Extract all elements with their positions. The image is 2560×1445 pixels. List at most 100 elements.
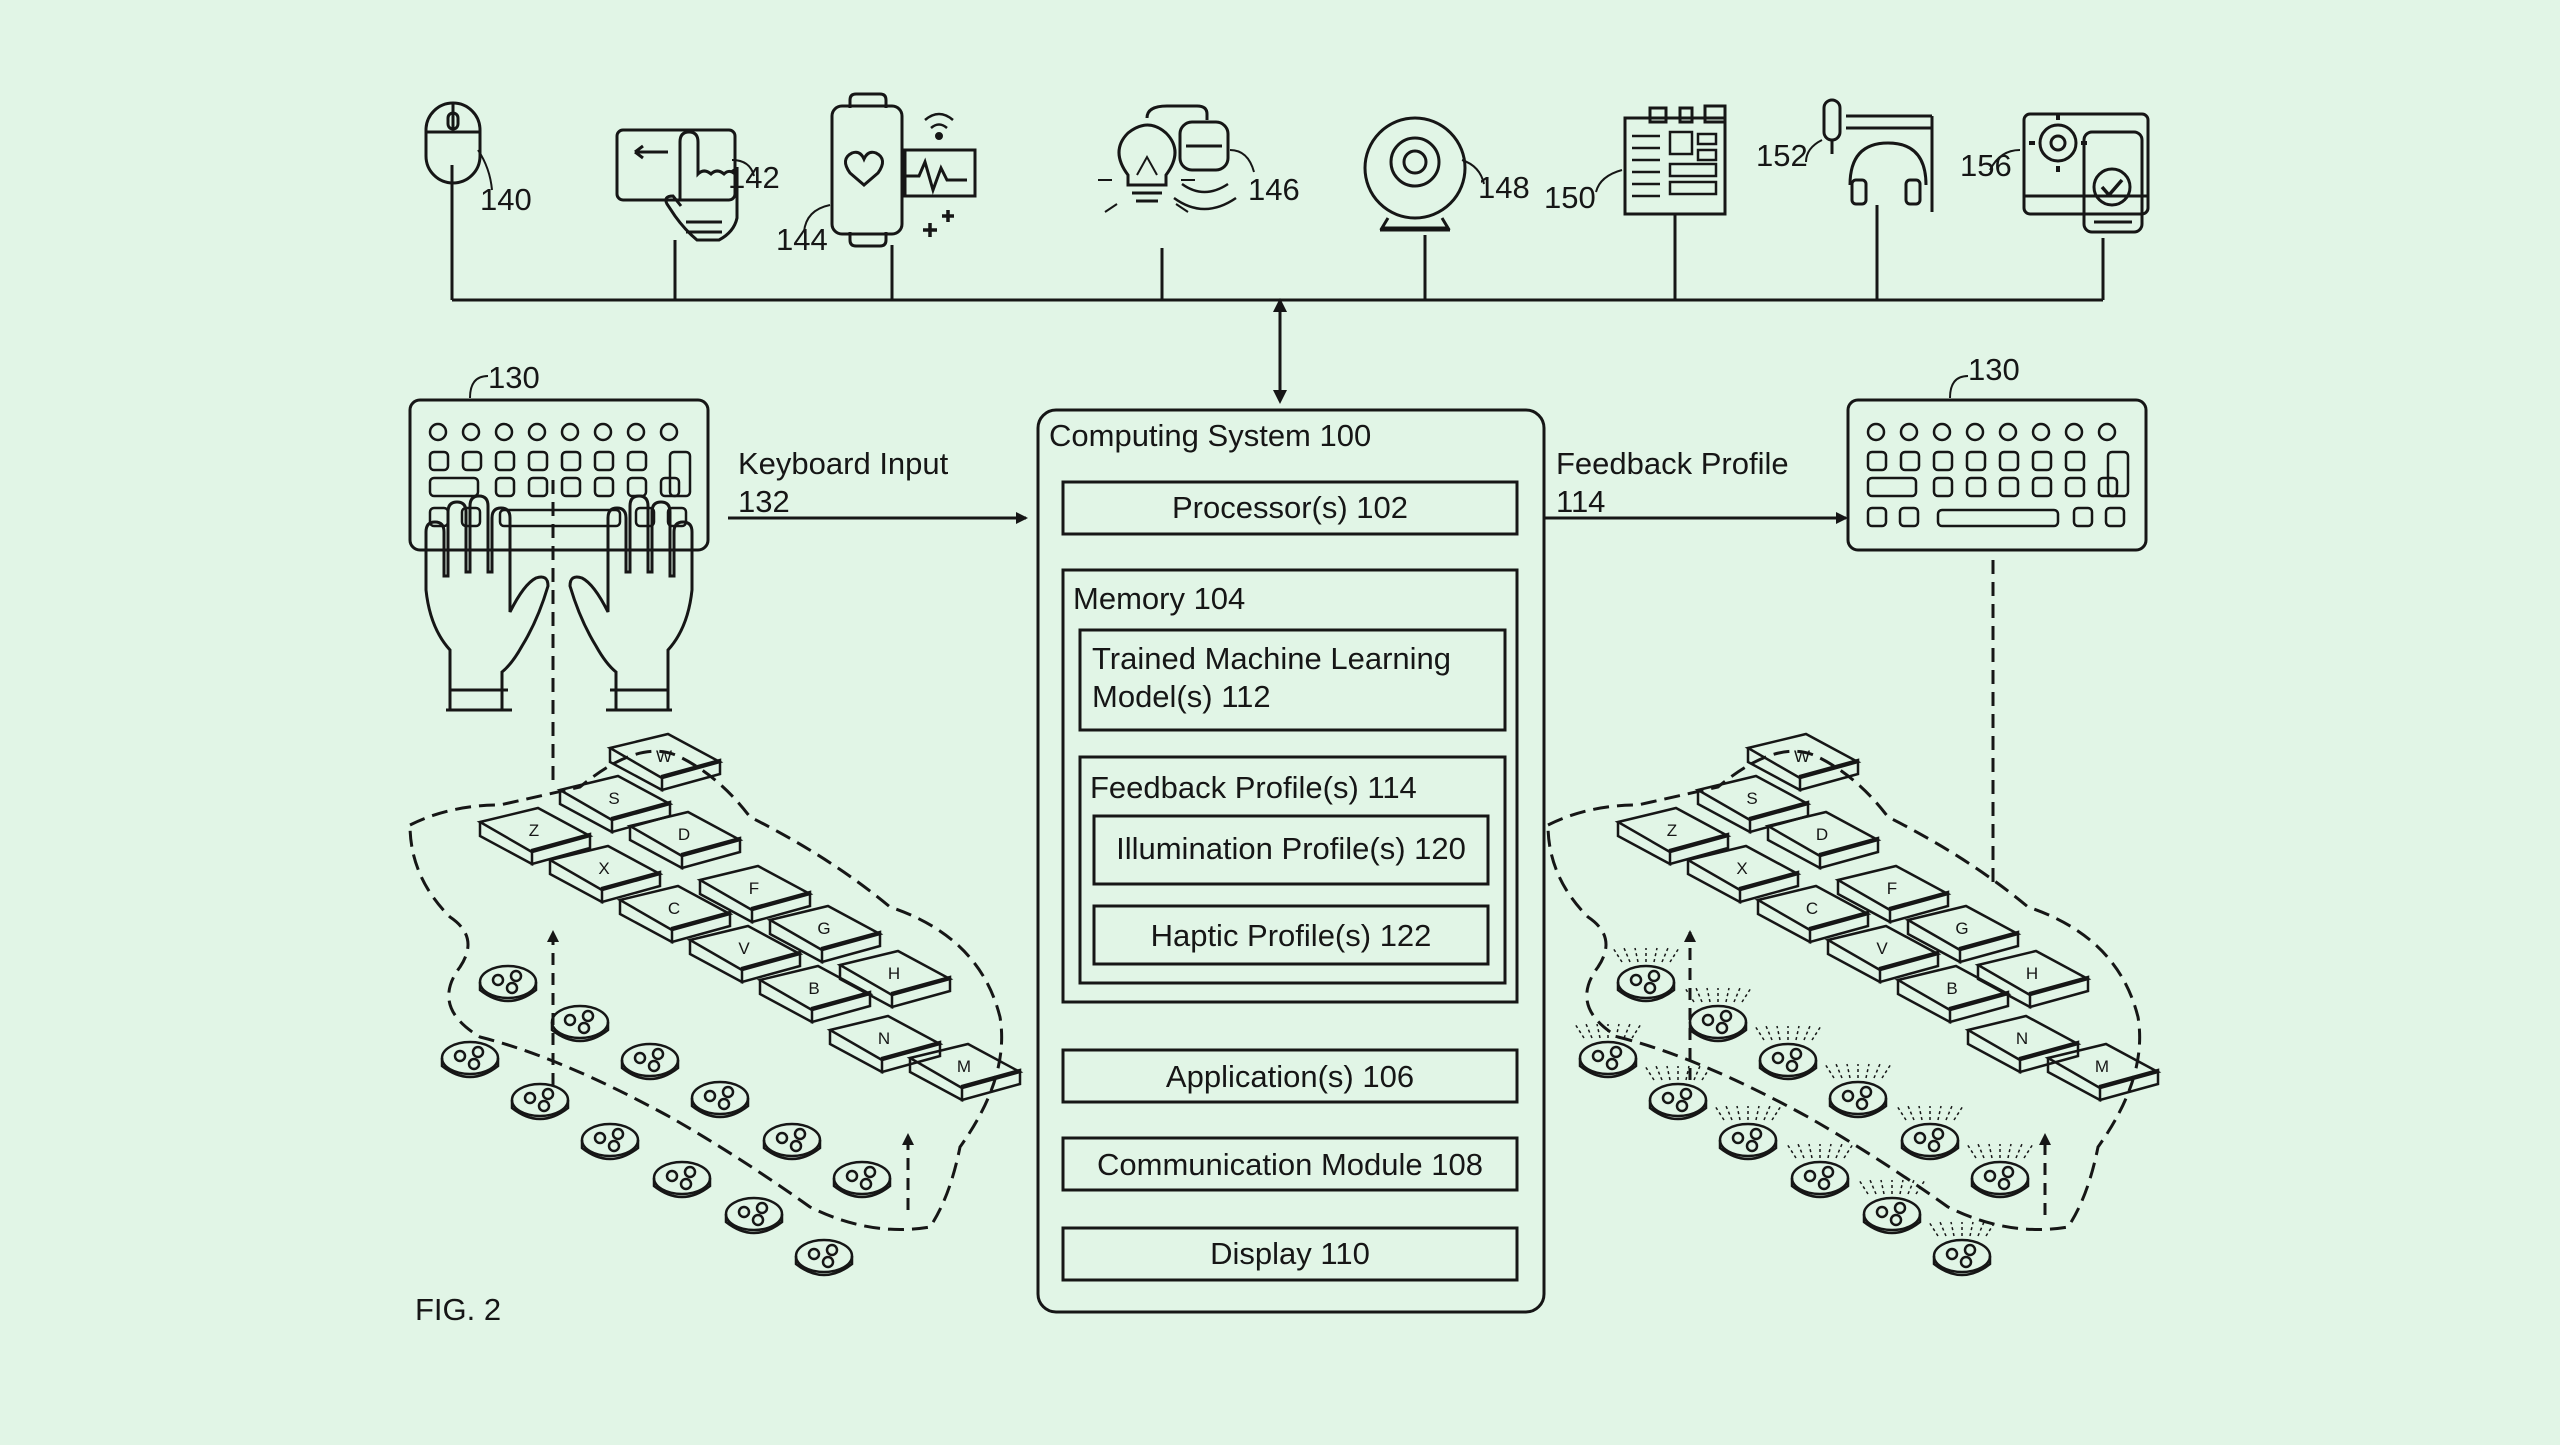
svg-text:F: F <box>749 879 759 898</box>
keyboard-key <box>560 476 582 498</box>
keyboard-key <box>2031 422 2051 442</box>
applications-label: Application(s) 106 <box>1166 1059 1414 1094</box>
exploded-key: Z <box>476 806 594 867</box>
keyboard-key <box>2031 476 2053 498</box>
illuminated-switch-dome <box>1928 1221 1996 1277</box>
svg-text:V: V <box>738 939 750 958</box>
keyboard-key <box>1965 422 1985 442</box>
ref-156: 156 <box>1960 148 2012 183</box>
keyboard-key <box>1899 450 1921 472</box>
keyboard-key <box>428 450 450 472</box>
feedback-profile-ref: 114 <box>1556 484 1605 519</box>
keyboard-key <box>527 476 549 498</box>
keyboard-key <box>1898 506 1920 528</box>
exploded-key: G <box>766 904 884 965</box>
svg-text:N: N <box>2016 1029 2028 1048</box>
haptic-profile-label: Haptic Profile(s) 122 <box>1151 918 1432 953</box>
exploded-key: V <box>1824 924 1942 985</box>
illuminated-switch-dome <box>1612 947 1680 1003</box>
mouse-icon <box>424 101 493 191</box>
keyboard-key <box>626 476 648 498</box>
switch-dome <box>440 1040 500 1079</box>
ref-148: 148 <box>1478 170 1530 205</box>
exploded-key: X <box>546 844 664 905</box>
keyboard-key <box>593 476 615 498</box>
keyboard-key <box>634 506 656 528</box>
switch-dome <box>550 1004 610 1043</box>
keyboard-key <box>2072 506 2094 528</box>
keyboard-key <box>494 450 516 472</box>
exploded-key: M <box>2044 1042 2162 1103</box>
illuminated-switch-dome <box>1754 1025 1822 1081</box>
illuminated-switch-dome <box>1644 1065 1712 1121</box>
keyboard-key <box>593 422 613 442</box>
svg-text:M: M <box>957 1057 971 1076</box>
keyboard-key <box>1932 476 1954 498</box>
exploded-key: G <box>1904 904 2022 965</box>
keyboard-spacebar <box>498 508 622 528</box>
keyboard-key <box>527 422 547 442</box>
keyboard-key <box>1866 450 1888 472</box>
exploded-key: B <box>756 964 874 1025</box>
keyboard-key <box>1965 450 1987 472</box>
keyboard-key <box>1998 422 2018 442</box>
keyboard-key <box>626 450 648 472</box>
keyboard-key <box>659 422 679 442</box>
svg-text:G: G <box>817 919 830 938</box>
keyboard-key <box>494 422 514 442</box>
switch-dome <box>478 964 538 1003</box>
keyboard-key <box>2064 450 2086 472</box>
ref-152: 152 <box>1756 138 1808 173</box>
feedback-profiles-label: Feedback Profile(s) 114 <box>1090 770 1417 805</box>
exploded-key: Z <box>1614 806 1732 867</box>
keyboard-key <box>1866 476 1918 498</box>
webcam-icon <box>1363 116 1485 232</box>
exploded-key: C <box>1754 884 1872 945</box>
illuminated-switch-dome <box>1684 987 1752 1043</box>
headset-microphone-icon <box>1805 98 1934 212</box>
exploded-key: F <box>696 864 814 925</box>
circuit-board-icon <box>1595 104 1727 216</box>
switch-dome <box>762 1122 822 1161</box>
svg-text:D: D <box>678 825 690 844</box>
keyboard-key <box>527 450 549 472</box>
keyboard-key <box>626 422 646 442</box>
keyboard-key <box>428 476 480 498</box>
exploded-key: H <box>1974 949 2092 1010</box>
switch-dome <box>510 1082 570 1121</box>
display-label: Display 110 <box>1210 1236 1370 1271</box>
exploded-key: H <box>836 949 954 1010</box>
illuminated-switch-dome <box>1824 1063 1892 1119</box>
ref-142: 142 <box>728 160 780 195</box>
smartwatch-icon <box>803 92 977 248</box>
svg-text:X: X <box>1736 859 1747 878</box>
keyboard-key <box>593 450 615 472</box>
keyboard-key <box>1899 422 1919 442</box>
switch-dome <box>580 1122 640 1161</box>
keyboard-key <box>1866 422 1886 442</box>
svg-text:X: X <box>598 859 609 878</box>
switch-dome <box>794 1238 854 1277</box>
switch-dome <box>690 1080 750 1119</box>
svg-text:V: V <box>1876 939 1888 958</box>
processor-label: Processor(s) 102 <box>1172 490 1408 525</box>
svg-text:Z: Z <box>1667 821 1677 840</box>
peripheral-bus <box>450 165 2105 404</box>
exploded-key: M <box>906 1042 1024 1103</box>
keyboard-key <box>2031 450 2053 472</box>
keyboard-key <box>560 422 580 442</box>
keyboard-key <box>1932 450 1954 472</box>
right-keyboard-icon <box>1846 375 2148 890</box>
exploded-key: F <box>1834 864 1952 925</box>
communication-module-label: Communication Module 108 <box>1097 1147 1483 1182</box>
left-keyboard-icon <box>408 375 710 780</box>
communication-module-box <box>1061 1136 1519 1192</box>
keyboard-key <box>2097 422 2117 442</box>
switch-dome <box>832 1160 892 1199</box>
svg-text:S: S <box>1746 789 1757 808</box>
exploded-key: D <box>1764 810 1882 871</box>
exploded-key: W <box>606 732 724 793</box>
illuminated-switch-dome <box>1574 1023 1642 1079</box>
